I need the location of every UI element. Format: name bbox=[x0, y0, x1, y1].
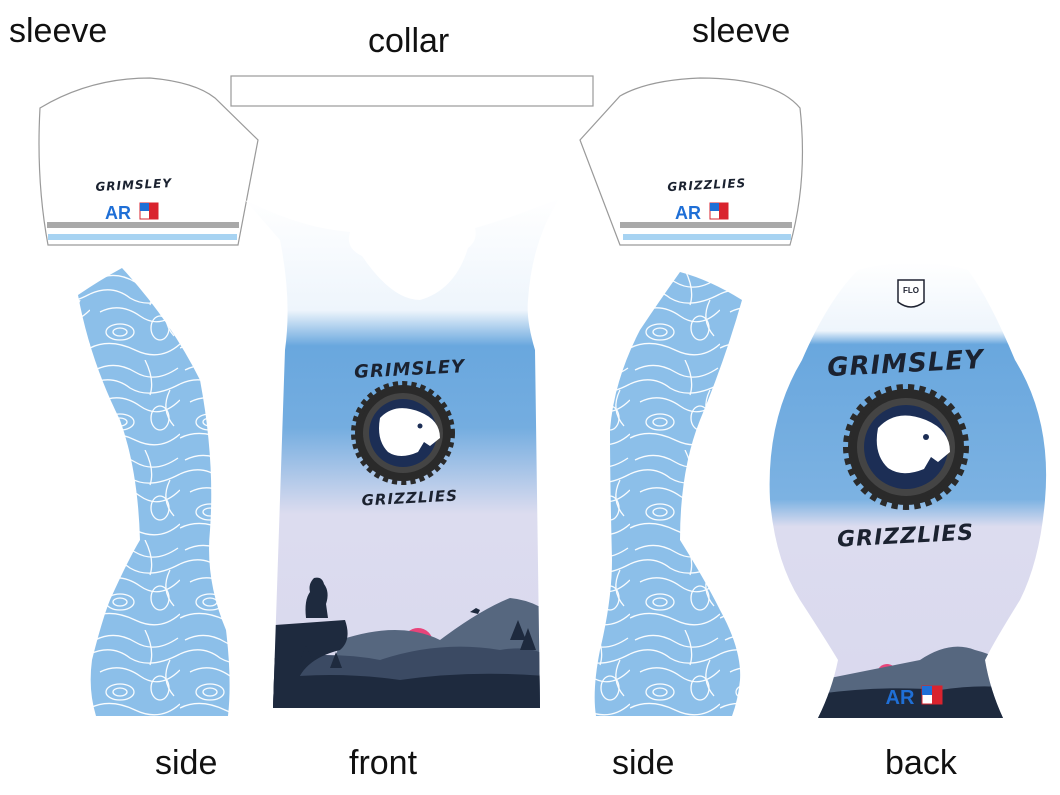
back-sponsor-logo: AR bbox=[886, 687, 915, 709]
back-panel: FLO GRIMSLEY GRIZZLIES AR bbox=[769, 262, 1047, 718]
front-bear-emblem bbox=[351, 381, 455, 485]
label-front: front bbox=[349, 744, 418, 782]
back-flo-badge: FLO bbox=[897, 279, 925, 308]
label-sleeve-left: sleeve bbox=[9, 12, 108, 50]
label-side-left: side bbox=[155, 744, 218, 782]
sleeve-left-team-text: GRIMSLEY bbox=[95, 176, 173, 194]
sleeve-left-piece: GRIMSLEY AR bbox=[38, 77, 259, 246]
sleeve-left-sponsor-logo: AR bbox=[105, 203, 131, 223]
side-right-panel bbox=[594, 272, 742, 716]
back-mountain-scene bbox=[810, 646, 1010, 718]
label-collar: collar bbox=[368, 22, 450, 60]
back-bear-emblem bbox=[843, 384, 969, 510]
label-side-right: side bbox=[612, 744, 675, 782]
front-panel: GRIMSLEY GRIZZLIES bbox=[245, 198, 560, 708]
front-title-bottom: GRIZZLIES bbox=[361, 486, 458, 509]
front-mountain-scene bbox=[260, 577, 545, 708]
sleeve-right-piece: GRIZZLIES AR bbox=[579, 77, 804, 246]
sleeve-right-sponsor-logo: AR bbox=[675, 203, 701, 223]
label-sleeve-right: sleeve bbox=[692, 12, 791, 50]
collar-piece bbox=[230, 75, 594, 107]
label-back: back bbox=[885, 744, 957, 782]
side-left-panel bbox=[78, 268, 230, 716]
sleeve-right-team-text: GRIZZLIES bbox=[667, 176, 747, 194]
back-flo-badge-text: FLO bbox=[903, 286, 919, 295]
bear-silhouette-front bbox=[305, 577, 328, 618]
